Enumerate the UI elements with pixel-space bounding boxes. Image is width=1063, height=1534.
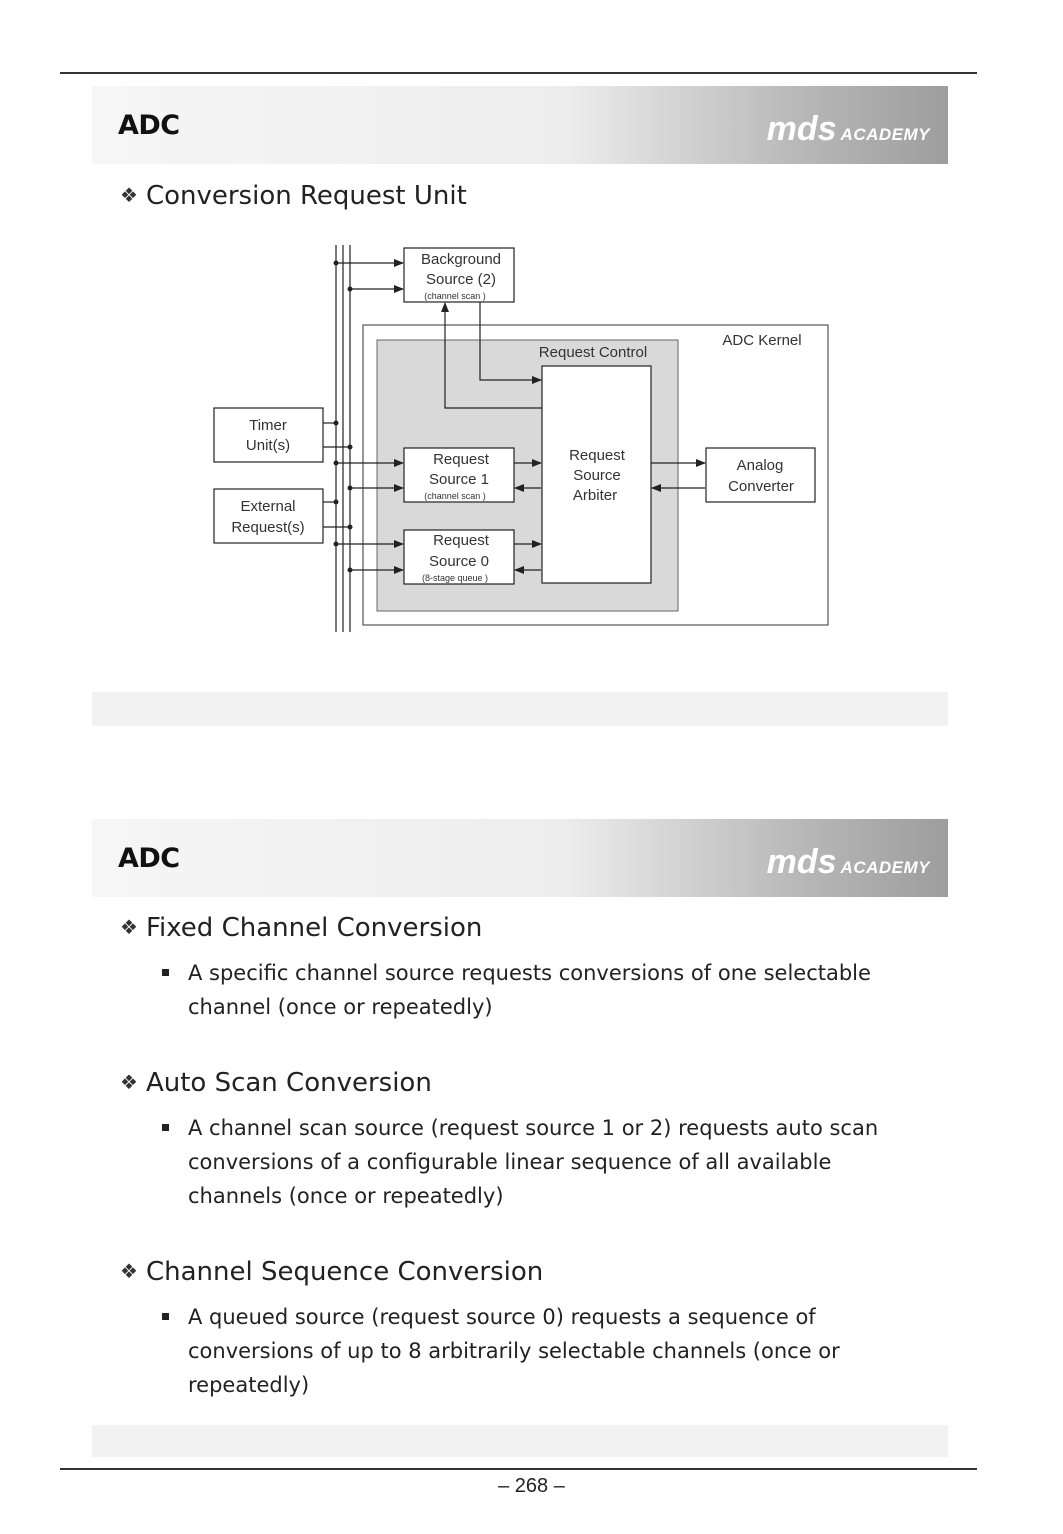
analog-converter-line2: Converter (728, 478, 794, 495)
external-requests-line2: Request(s) (231, 519, 304, 536)
slide1-logo-sub: ACADEMY (840, 125, 930, 144)
request-source-1-line1: Request (433, 451, 490, 468)
square-bullet-icon (162, 969, 169, 976)
analog-converter-line1: Analog (737, 457, 784, 474)
square-bullet-icon (162, 1313, 169, 1320)
background-source-box (403, 247, 515, 303)
slide2-logo-sub: ACADEMY (840, 858, 930, 877)
section-heading-channel-sequence: ❖ Channel Sequence Conversion (120, 1257, 543, 1287)
bullet-text: A specific channel source requests conve… (188, 961, 871, 1019)
section-bullet-auto-scan: A channel scan source (request source 1 … (162, 1111, 888, 1213)
request-source-1-line2: Source 1 (429, 471, 489, 488)
background-source-line2: Source (2) (426, 271, 496, 288)
slide1-banner-title: ADC (118, 110, 180, 141)
page-number: – 268 – (498, 1475, 565, 1497)
background-source-line1: Background (421, 251, 501, 268)
slide1-logo-main: mds (766, 110, 837, 148)
section-bullet-channel-sequence: A queued source (request source 0) reque… (162, 1300, 888, 1402)
slide2-footer-band (92, 1425, 948, 1457)
bullet-text: A channel scan source (request source 1 … (188, 1116, 879, 1208)
slide1-heading: ❖ Conversion Request Unit (120, 181, 467, 211)
arbiter-line1: Request (569, 447, 626, 464)
request-control-label: Request Control (539, 344, 647, 361)
request-source-0-line2: Source 0 (429, 553, 489, 570)
bottom-rule (60, 1468, 977, 1470)
section-heading-fixed-channel: ❖ Fixed Channel Conversion (120, 913, 482, 943)
timer-unit-line2: Unit(s) (246, 437, 290, 454)
timer-unit-box (213, 407, 324, 463)
slide2-banner-title: ADC (118, 843, 180, 874)
diamond-bullet-icon: ❖ (120, 1070, 138, 1094)
request-source-1-box (403, 447, 515, 503)
background-source-line3: (channel scan ) (424, 291, 486, 301)
request-source-1-line3: (channel scan ) (424, 491, 486, 501)
section-heading-text: Auto Scan Conversion (145, 1068, 432, 1098)
external-requests-line1: External (240, 498, 295, 515)
section-bullet-fixed-channel: A specific channel source requests conve… (162, 956, 888, 1024)
timer-unit-line1: Timer (249, 417, 287, 434)
diamond-bullet-icon: ❖ (120, 183, 138, 207)
arbiter-line3: Arbiter (573, 487, 617, 504)
slide2-logo-main: mds (766, 843, 837, 881)
arbiter-box (541, 365, 652, 584)
diamond-bullet-icon: ❖ (120, 915, 138, 939)
bullet-text: A queued source (request source 0) reque… (188, 1305, 840, 1397)
adc-kernel-label: ADC Kernel (722, 332, 801, 349)
request-source-0-line3: (8-stage queue ) (422, 573, 488, 583)
slide1-footer-band (92, 692, 948, 726)
analog-converter-box (705, 447, 816, 503)
conversion-request-diagram: ADC Kernel Request Control Background So… (213, 245, 829, 632)
external-requests-box (213, 488, 324, 544)
arbiter-line2: Source (573, 467, 621, 484)
request-source-0-line1: Request (433, 532, 490, 549)
diamond-bullet-icon: ❖ (120, 1259, 138, 1283)
top-rule (60, 72, 977, 74)
section-heading-text: Fixed Channel Conversion (145, 913, 483, 943)
slide1-heading-text: Conversion Request Unit (145, 181, 467, 211)
request-source-0-box (403, 529, 515, 585)
square-bullet-icon (162, 1124, 169, 1131)
section-heading-auto-scan: ❖ Auto Scan Conversion (120, 1068, 432, 1098)
section-heading-text: Channel Sequence Conversion (145, 1257, 544, 1287)
